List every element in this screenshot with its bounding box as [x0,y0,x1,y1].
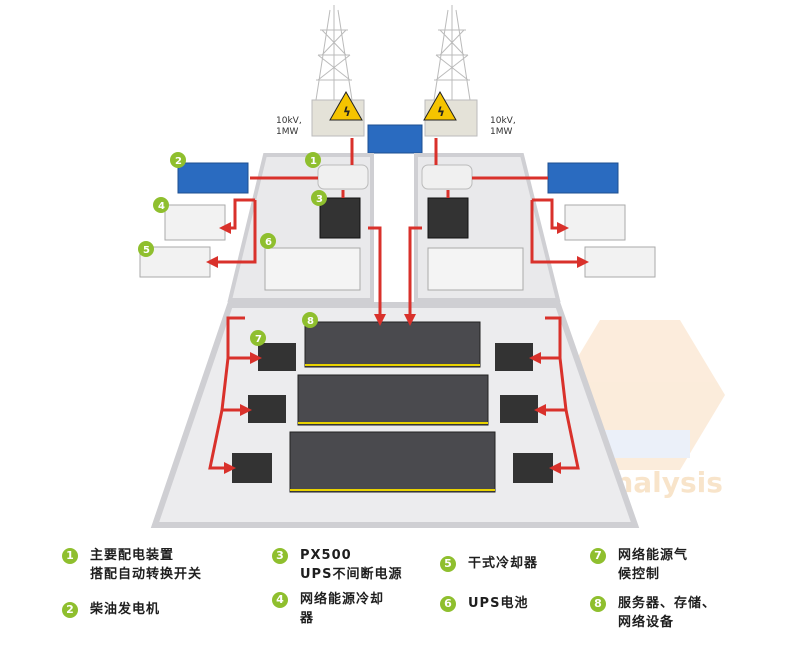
transmission-tower-left [315,5,353,101]
marker-6: 6 [260,233,276,249]
marker-5: 5 [138,241,154,257]
battery-left [264,247,361,291]
generator-left [177,162,249,194]
legend-item-6: 6 UPS电池 [440,594,528,613]
legend-badge: 2 [62,602,78,618]
legend-label: 候控制 [618,567,661,582]
marker-3: 3 [311,190,327,206]
climate-unit [248,395,286,423]
power-label-left-1: 10kV, [276,116,302,126]
power-cables [206,138,589,474]
generator-right [547,162,619,194]
svg-text:ϟ: ϟ [343,105,351,119]
legend-label: UPS电池 [468,596,529,611]
climate-unit [500,395,538,423]
legend-badge: 6 [440,596,456,612]
legend-badge: 4 [272,592,288,608]
climate-unit [258,343,296,371]
marker-1: 1 [305,152,321,168]
legend-label: 柴油发电机 [90,602,161,617]
legend-item-8: 8 服务器、存储、网络设备 [590,594,716,632]
marker-7: 7 [250,330,266,346]
climate-unit [495,343,533,371]
svg-text:1: 1 [310,156,317,167]
server-racks [289,321,496,493]
legend-badge: 5 [440,556,456,572]
svg-text:2: 2 [175,156,182,167]
legend-label: 器 [300,611,315,626]
power-label-right-2: 1MW [490,127,512,137]
legend-badge: 7 [590,548,606,564]
svg-text:8: 8 [307,316,314,327]
power-label-left-2: 1MW [276,127,298,137]
climate-unit [513,453,553,483]
legend-label: PX500 [300,548,352,563]
legend-item-2: 2 柴油发电机 [62,600,160,619]
svg-text:ϟ: ϟ [437,105,445,119]
cooler-left [164,204,226,241]
legend-label: 网络设备 [618,615,675,630]
legend-label: 主要配电装置 [90,548,175,563]
legend-label: UPS不间断电源 [300,567,403,582]
marker-2: 2 [170,152,186,168]
center-generator [367,124,423,154]
battery-right [427,247,524,291]
cooler-right [564,204,626,241]
legend-item-7: 7 网络能源气候控制 [590,546,688,584]
legend-item-1: 1 主要配电装置搭配自动转换开关 [62,546,202,584]
svg-text:3: 3 [316,194,323,205]
legend-badge: 3 [272,548,288,564]
svg-text:6: 6 [265,237,272,248]
legend-label: 干式冷却器 [468,556,539,571]
svg-text:5: 5 [143,245,150,256]
legend-badge: 8 [590,596,606,612]
marker-8: 8 [302,312,318,328]
switchgear-left [317,164,369,190]
power-label-right-1: 10kV, [490,116,516,126]
legend-badge: 1 [62,548,78,564]
transformer-right: ϟ [423,90,478,137]
marker-4: 4 [153,197,169,213]
dry-cooler-right [584,246,656,278]
legend-item-5: 5 干式冷却器 [440,554,538,573]
ups-left [319,197,361,239]
ups-right [427,197,469,239]
transformer-left: ϟ [311,90,365,137]
legend-label: 服务器、存储、 [618,596,717,611]
legend-label: 网络能源气 [618,548,689,563]
legend-label: 网络能源冷却 [300,592,385,607]
legend-item-4: 4 网络能源冷却器 [272,590,384,628]
svg-text:7: 7 [255,334,262,345]
climate-unit [232,453,272,483]
transmission-tower-right [433,5,471,101]
switchgear-right [421,164,473,190]
svg-text:4: 4 [158,201,165,212]
legend-label: 搭配自动转换开关 [90,567,203,582]
datacenter-diagram: semianalysis ϟ ϟ 10kV, 1MW 10kV, 1MW [138,5,725,528]
